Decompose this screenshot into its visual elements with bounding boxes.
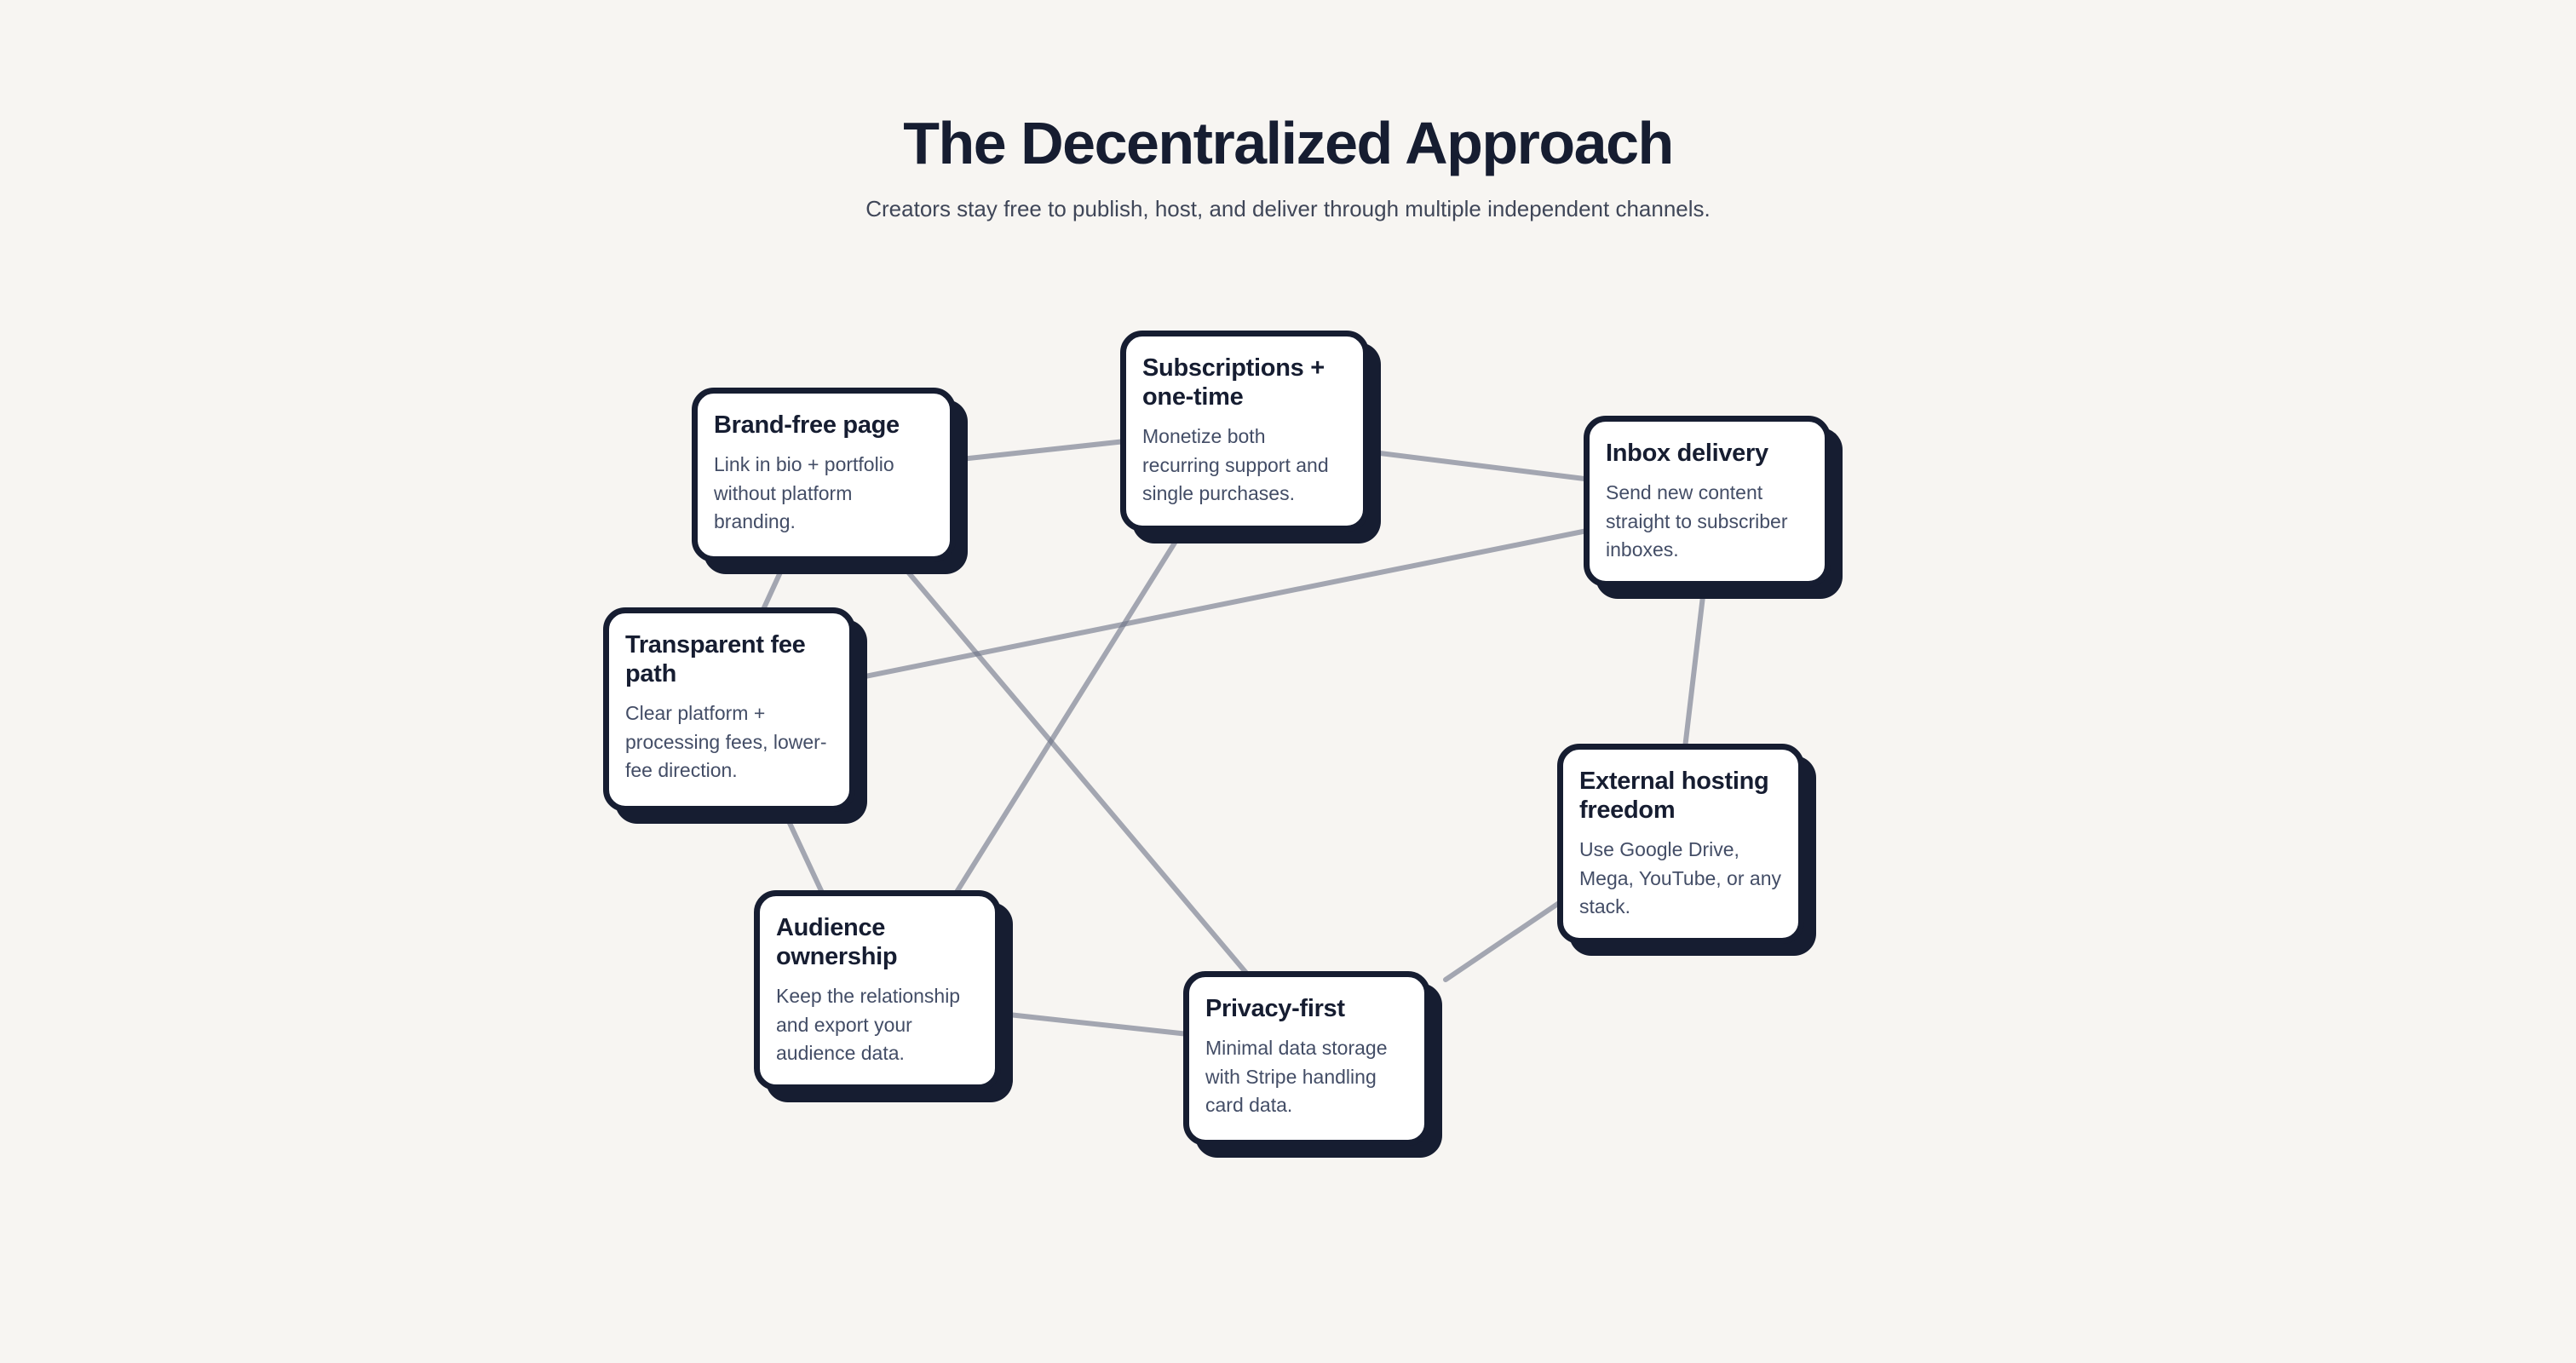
edge-brand-free-page-privacy-first <box>894 555 1253 981</box>
node-body: Clear platform + processing fees, lower-… <box>625 702 827 782</box>
page-header: The Decentralized Approach Creators stay… <box>0 0 2576 223</box>
node-body: Link in bio + portfolio without platform… <box>714 453 894 532</box>
node-body: Monetize both recurring support and sing… <box>1142 425 1329 505</box>
node-subscriptions-one-time: Subscriptions + one-time Monetize both r… <box>1120 331 1369 532</box>
page-title: The Decentralized Approach <box>903 110 1674 176</box>
node-brand-free-page: Brand-free page Link in bio + portfolio … <box>692 388 956 562</box>
node-body: Use Google Drive, Mega, YouTube, or any … <box>1579 838 1781 918</box>
node-title: Brand-free page <box>714 411 900 439</box>
node-title: Audience ownership <box>776 914 898 971</box>
node-external-hosting-freedom: External hosting freedom Use Google Driv… <box>1557 744 1804 945</box>
edge-external-hosting-freedom-privacy-first <box>1443 897 1567 982</box>
node-title: Privacy-first <box>1205 995 1345 1022</box>
edge-inbox-delivery-external-hosting-freedom <box>1682 579 1707 751</box>
node-privacy-first: Privacy-first Minimal data storage with … <box>1183 971 1430 1146</box>
node-title: Inbox delivery <box>1606 440 1768 467</box>
edge-transparent-fee-path-inbox-delivery <box>846 527 1594 682</box>
page-subtitle: Creators stay free to publish, host, and… <box>865 195 1711 221</box>
node-title: Transparent fee path <box>625 631 806 688</box>
node-transparent-fee-path: Transparent fee path Clear platform + pr… <box>603 607 855 812</box>
edge-subscriptions-one-time-audience-ownership <box>952 524 1187 899</box>
node-body: Keep the relationship and export your au… <box>776 985 961 1065</box>
node-body: Send new content straight to subscriber … <box>1606 481 1788 561</box>
node-body: Minimal data storage with Stripe handlin… <box>1205 1037 1388 1116</box>
node-title: External hosting freedom <box>1579 768 1769 825</box>
edge-transparent-fee-path-audience-ownership <box>779 804 826 899</box>
edge-subscriptions-one-time-inbox-delivery <box>1357 448 1594 482</box>
node-audience-ownership: Audience ownership Keep the relationship… <box>754 890 1001 1091</box>
edge-brand-free-page-transparent-fee-path <box>758 551 791 618</box>
edge-audience-ownership-privacy-first <box>991 1010 1191 1037</box>
node-title: Subscriptions + one-time <box>1142 354 1325 411</box>
edge-brand-free-page-subscriptions-one-time <box>943 438 1136 463</box>
node-inbox-delivery: Inbox delivery Send new content straight… <box>1584 416 1831 588</box>
